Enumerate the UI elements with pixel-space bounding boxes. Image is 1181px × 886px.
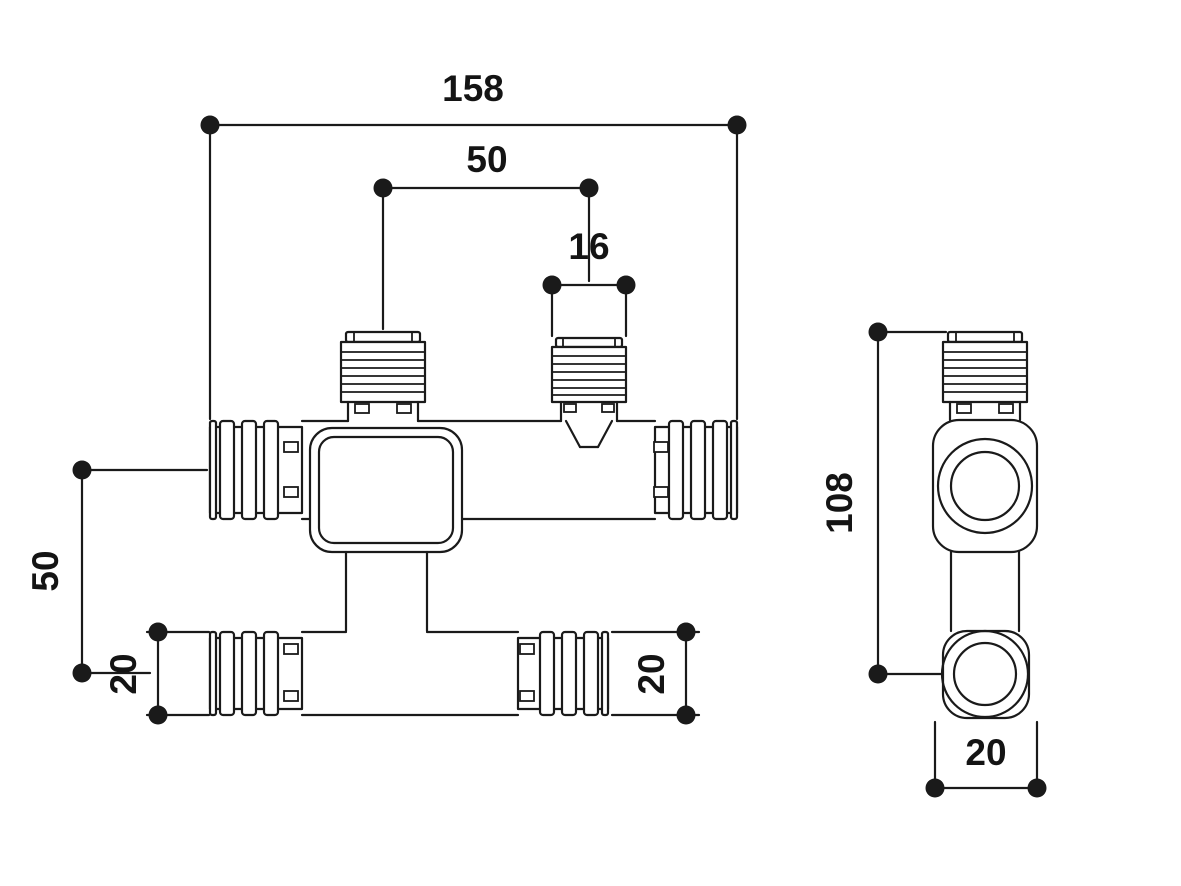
insert-window — [519, 643, 535, 655]
dim-endpoint-dot — [148, 622, 168, 642]
center-body — [308, 426, 464, 554]
insert-window — [283, 486, 299, 498]
front-view — [208, 330, 739, 717]
insert-window — [601, 403, 615, 413]
dim-endpoint-dot — [676, 705, 696, 725]
top-port-small — [550, 336, 628, 449]
side-upper-body — [931, 418, 1039, 554]
middle-pipe — [208, 419, 739, 521]
side-column — [949, 550, 1021, 633]
insert-window — [396, 403, 412, 414]
dim-label-lower-pipe-left: 20 — [103, 653, 144, 694]
dim-label-small-port: 16 — [568, 226, 609, 267]
dim-label-total-width: 158 — [442, 68, 504, 109]
dimension-side-height: 108 — [819, 322, 948, 684]
middle-left-ribbed-connector — [208, 419, 304, 521]
dim-endpoint-dot — [579, 178, 599, 198]
dim-endpoint-dot — [616, 275, 636, 295]
dimension-pipe-center-distance: 50 — [25, 460, 209, 683]
dim-endpoint-dot — [676, 622, 696, 642]
lower-port-bore-inner — [952, 641, 1018, 707]
dim-label-pipe-center-distance: 50 — [25, 550, 66, 591]
dimension-top-port-spacing: 50 — [373, 139, 599, 331]
dim-endpoint-dot — [542, 275, 562, 295]
dim-label-side-width: 20 — [965, 732, 1006, 773]
dim-endpoint-dot — [868, 322, 888, 342]
upper-port-bore-outer — [936, 437, 1034, 535]
dim-endpoint-dot — [1027, 778, 1047, 798]
dimensions: 158 50 16 50 — [25, 68, 1047, 798]
insert-window — [283, 441, 299, 453]
side-view — [931, 330, 1039, 720]
dim-label-side-height: 108 — [819, 472, 860, 534]
insert-window — [283, 690, 299, 702]
dim-endpoint-dot — [148, 705, 168, 725]
side-lower-body — [940, 629, 1031, 720]
dimension-small-port: 16 — [542, 226, 636, 338]
insert-window — [956, 403, 972, 414]
side-top-port — [941, 330, 1029, 422]
upper-port-bore-inner — [949, 450, 1021, 522]
top-port-large — [339, 330, 427, 423]
reducer-funnel — [564, 419, 614, 449]
insert-window — [653, 486, 669, 498]
dimension-lower-pipe-right: 20 — [610, 622, 701, 725]
insert-window — [354, 403, 370, 414]
dim-endpoint-dot — [200, 115, 220, 135]
dimension-side-width: 20 — [925, 720, 1047, 798]
dimension-lower-pipe-left: 20 — [103, 622, 211, 725]
insert-window — [653, 441, 669, 453]
dim-endpoint-dot — [925, 778, 945, 798]
dim-label-lower-pipe-right: 20 — [631, 653, 672, 694]
dim-endpoint-dot — [727, 115, 747, 135]
dim-endpoint-dot — [373, 178, 393, 198]
vertical-pipe — [344, 550, 429, 633]
dim-label-top-port-spacing: 50 — [466, 139, 507, 180]
dim-endpoint-dot — [868, 664, 888, 684]
insert-window — [519, 690, 535, 702]
middle-right-ribbed-connector — [653, 419, 739, 521]
dim-endpoint-dot — [72, 460, 92, 480]
insert-window — [283, 643, 299, 655]
dim-endpoint-dot — [72, 663, 92, 683]
lower-pipe — [208, 630, 610, 717]
dimension-total-width: 158 — [200, 68, 747, 421]
insert-window — [998, 403, 1014, 414]
insert-window — [563, 403, 577, 413]
